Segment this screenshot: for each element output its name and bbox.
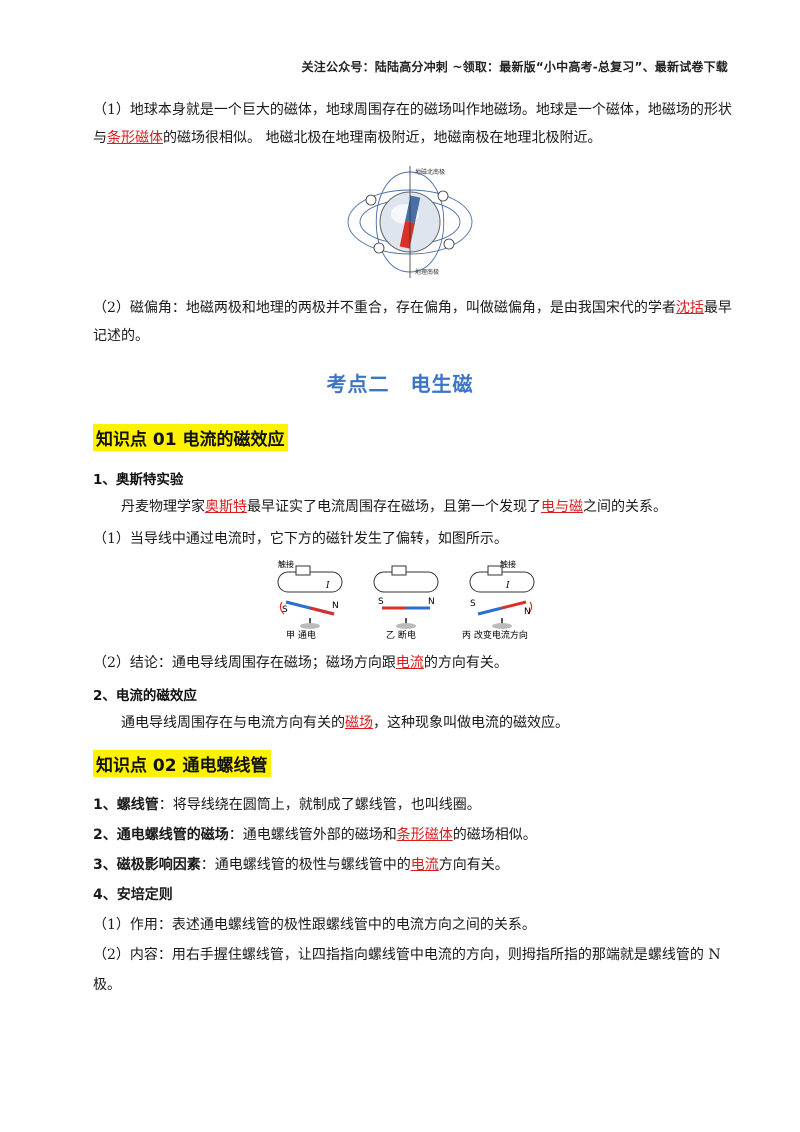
effect-text: 通电导线周围存在与电流方向有关的 bbox=[121, 715, 345, 731]
keyword-bar-magnet: 条形磁体 bbox=[396, 827, 453, 843]
solenoid-text-end: 的磁场相似。 bbox=[452, 827, 537, 843]
solenoid-line-7: 极。 bbox=[93, 977, 121, 993]
solenoid-text: ：通电螺线管外部的磁场和 bbox=[228, 827, 397, 843]
section-title: 考点二 电生磁 bbox=[326, 372, 474, 396]
solenoid-line-6: （2）内容：用右手握住螺线管，让四指指向螺线管中电流的方向，则拇指所指的那端就是… bbox=[93, 947, 721, 963]
conclusion-line: （2）结论：通电导线周围存在磁场；磁场方向跟电流的方向有关。 bbox=[93, 652, 508, 672]
oersted-text-mid: 最早证实了电流周围存在磁场，且第一个发现了 bbox=[247, 499, 541, 515]
p2-text-end: 最早记述的。 bbox=[93, 300, 732, 344]
compass-icon bbox=[365, 194, 377, 206]
current-label: I bbox=[325, 581, 330, 591]
oersted-text-end: 之间的关系。 bbox=[583, 499, 667, 515]
panel-powered: 触接 I S N 甲 通电 bbox=[277, 559, 343, 640]
solenoid-lead: 2、通电螺线管的磁场 bbox=[93, 827, 229, 843]
panel-top-label: 触接 bbox=[500, 559, 516, 569]
ampere-rule-heading: 4、安培定则 bbox=[93, 887, 173, 903]
knowledge-point-title: 知识点 02 通电螺线管 bbox=[93, 750, 271, 777]
oersted-text: 丹麦物理学家 bbox=[121, 499, 205, 515]
panel-top-label: 触接 bbox=[278, 559, 294, 569]
s-pole-label: S bbox=[282, 605, 288, 615]
solenoid-line-5: （1）作用：表述通电螺线管的极性跟螺线管中的电流方向之间的关系。 bbox=[93, 917, 536, 933]
solenoid-line-2: 2、通电螺线管的磁场：通电螺线管外部的磁场和条形磁体的磁场相似。 bbox=[93, 824, 537, 844]
keyword-current: 电流 bbox=[410, 857, 439, 873]
panel-caption: 乙 断电 bbox=[386, 629, 416, 640]
oersted-experiment-figure: 触接 I S N 甲 通电 S N 乙 断电 触接 I S N 丙 改变电流方向 bbox=[277, 559, 535, 640]
magnet-south-half bbox=[399, 220, 415, 249]
n-pole-label: N bbox=[428, 597, 435, 607]
effect-text-end: ，这种现象叫做电流的磁效应。 bbox=[373, 715, 569, 731]
solenoid-lead: 1、螺线管 bbox=[93, 797, 159, 813]
subheading-oersted: 1、奥斯特实验 bbox=[93, 472, 184, 488]
p1-text: （1）地球本身就是一个巨大的磁体，地球周围存在的磁场叫作地磁场。地球是一个磁体，… bbox=[93, 102, 732, 146]
earth-magnetic-field-figure: 地磁北南极 地理南极 bbox=[347, 166, 473, 278]
panel-reversed: 触接 I S N 丙 改变电流方向 bbox=[462, 559, 535, 640]
s-pole-label: S bbox=[470, 599, 476, 609]
panel-caption: 丙 改变电流方向 bbox=[462, 629, 528, 640]
compass-icon bbox=[437, 190, 449, 202]
solenoid-line-4: 4、安培定则 bbox=[93, 884, 173, 904]
subheading-magnetic-effect: 2、电流的磁效应 bbox=[93, 688, 197, 704]
keyword-current: 电流 bbox=[395, 655, 424, 671]
keyword-oersted: 奥斯特 bbox=[205, 499, 247, 515]
paragraph-declination: （2）磁偏角：地磁两极和地理的两极并不重合，存在偏角，叫做磁偏角，是由我国宋代的… bbox=[93, 294, 733, 350]
current-label: I bbox=[505, 581, 510, 591]
compass-icon bbox=[443, 238, 455, 250]
paragraph-geomagnetism: （1）地球本身就是一个巨大的磁体，地球周围存在的磁场叫作地磁场。地球是一个磁体，… bbox=[93, 96, 733, 152]
magnet-north-half bbox=[405, 195, 421, 224]
conclusion-text: （2）结论：通电导线周围存在磁场；磁场方向跟 bbox=[93, 655, 396, 671]
panel-caption: 甲 通电 bbox=[286, 629, 316, 640]
solenoid-line-1: 1、螺线管：将导线绕在圆筒上，就制成了螺线管，也叫线圈。 bbox=[93, 794, 481, 814]
compass-icon bbox=[373, 242, 385, 254]
solenoid-text-end: 方向有关。 bbox=[438, 857, 509, 873]
p2-text: （2）磁偏角：地磁两极和地理的两极并不重合，存在偏角，叫做磁偏角，是由我国宋代的… bbox=[93, 300, 676, 316]
observation-line: （1）当导线中通过电流时，它下方的磁针发生了偏转，如图所示。 bbox=[93, 531, 508, 547]
panel-unpowered: S N 乙 断电 bbox=[373, 565, 439, 640]
figure1-label-bottom: 地理南极 bbox=[415, 268, 439, 276]
keyword-magnetic-field: 磁场 bbox=[345, 715, 373, 731]
keyword-bar-magnet: 条形磁体 bbox=[107, 130, 163, 146]
header-note: 关注公众号：陆陆高分冲刺 ~领取：最新版“小中高考-总复习”、最新试卷下载 bbox=[301, 60, 728, 74]
keyword-shen-kuo: 沈括 bbox=[675, 300, 704, 316]
solenoid-line-3: 3、磁极影响因素：通电螺线管的极性与螺线管中的电流方向有关。 bbox=[93, 854, 509, 874]
keyword-electricity-magnetism: 电与磁 bbox=[541, 499, 583, 515]
solenoid-lead: 3、磁极影响因素 bbox=[93, 857, 201, 873]
figure1-label-top: 地磁北南极 bbox=[415, 168, 445, 176]
p1-text-end: 的磁场很相似。 地磁北极在地理南极附近，地磁南极在地理北极附近。 bbox=[163, 130, 602, 146]
knowledge-point-title: 知识点 01 电流的磁效应 bbox=[93, 424, 288, 451]
s-pole-label: S bbox=[378, 597, 384, 607]
n-pole-label: N bbox=[332, 601, 339, 611]
n-pole-label: N bbox=[524, 607, 531, 617]
oersted-line: 丹麦物理学家奥斯特最早证实了电流周围存在磁场，且第一个发现了电与磁之间的关系。 bbox=[121, 496, 667, 516]
solenoid-text: ：通电螺线管的极性与螺线管中的 bbox=[200, 857, 411, 873]
effect-line: 通电导线周围存在与电流方向有关的磁场，这种现象叫做电流的磁效应。 bbox=[121, 712, 569, 732]
solenoid-text: ：将导线绕在圆筒上，就制成了螺线管，也叫线圈。 bbox=[158, 797, 481, 813]
conclusion-text-end: 的方向有关。 bbox=[423, 655, 508, 671]
